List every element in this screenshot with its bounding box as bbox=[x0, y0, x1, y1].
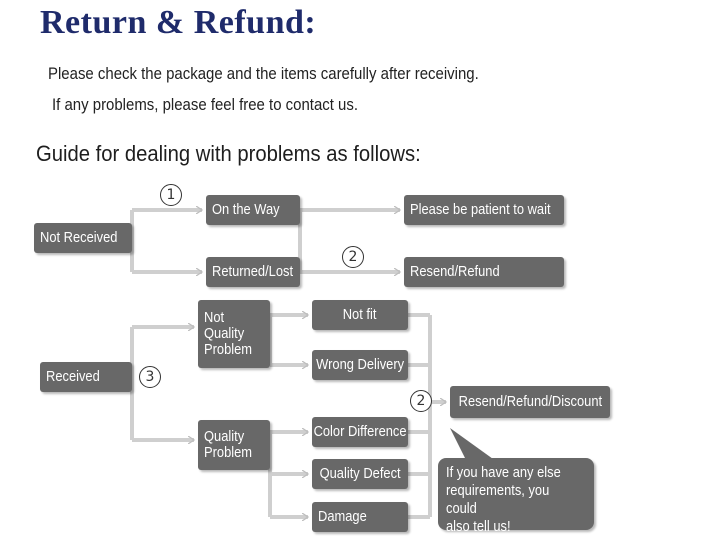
guide-heading: Guide for dealing with problems as follo… bbox=[36, 141, 421, 166]
node-color-difference: Color Difference bbox=[312, 417, 408, 447]
step-number-3: 3 bbox=[139, 366, 161, 388]
node-please-wait: Please be patient to wait bbox=[404, 195, 564, 225]
step-number-2-resend: 2 bbox=[342, 246, 364, 268]
node-not-quality-problem: Not Quality Problem bbox=[198, 300, 270, 368]
intro-line-check-package: Please check the package and the items c… bbox=[48, 64, 479, 83]
step-number-2-resolution: 2 bbox=[410, 390, 432, 412]
node-damage: Damage bbox=[312, 502, 408, 532]
node-returned-lost: Returned/Lost bbox=[206, 257, 300, 287]
intro-line-contact-us: If any problems, please feel free to con… bbox=[52, 95, 359, 114]
node-quality-problem: Quality Problem bbox=[198, 420, 270, 470]
node-not-fit: Not fit bbox=[312, 300, 408, 330]
node-resend-refund-discount: Resend/Refund/Discount bbox=[450, 386, 610, 418]
note-bubble-other-requirements: If you have any else requirements, you c… bbox=[438, 458, 594, 535]
node-received: Received bbox=[40, 362, 132, 392]
node-on-the-way: On the Way bbox=[206, 195, 300, 225]
node-not-received: Not Received bbox=[34, 223, 132, 253]
node-wrong-delivery: Wrong Delivery bbox=[312, 350, 408, 380]
node-quality-defect: Quality Defect bbox=[312, 459, 408, 489]
node-resend-refund: Resend/Refund bbox=[404, 257, 564, 287]
page-title: Return & Refund: bbox=[40, 4, 317, 41]
connector-returned-to-resend bbox=[298, 210, 400, 272]
step-number-1: 1 bbox=[160, 184, 182, 206]
